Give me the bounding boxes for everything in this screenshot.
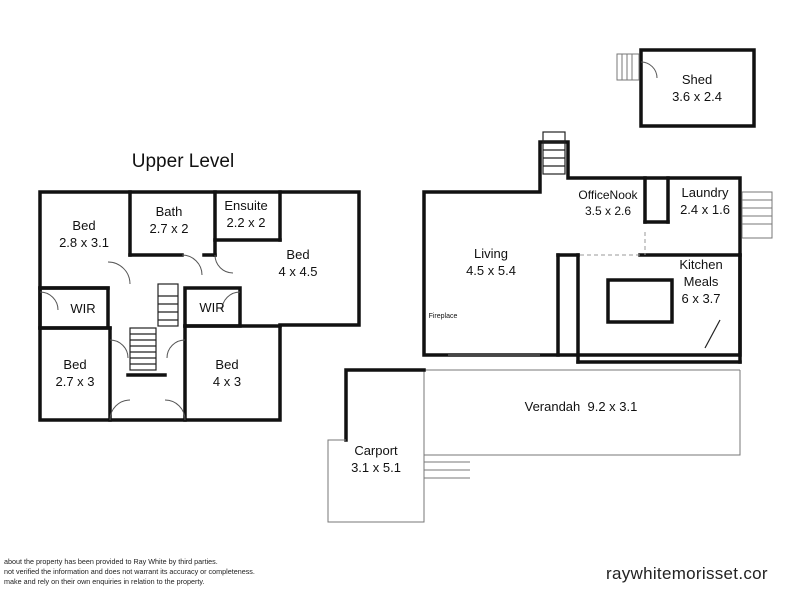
living-size: 4.5 x 5.4 (466, 263, 516, 278)
carport-size: 3.1 x 5.1 (351, 460, 401, 475)
disclaimer: about the property has been provided to … (4, 557, 255, 587)
verandah-label: Verandah 9.2 x 3.1 (525, 399, 638, 414)
shed-structure (616, 48, 756, 128)
bed-lower-right-size: 4 x 3 (213, 374, 241, 389)
bed-lower-right-label: Bed (215, 357, 238, 372)
fireplace-label: Fireplace (429, 313, 458, 320)
living-label: Living (474, 246, 508, 261)
kitchen-meals-size: 6 x 3.7 (681, 291, 720, 306)
bed-lower-left-label: Bed (63, 357, 86, 372)
bath-size: 2.7 x 2 (149, 221, 188, 236)
main-level-structure (327, 131, 773, 523)
shed-size: 3.6 x 2.4 (672, 89, 722, 104)
meals-label: Meals (684, 274, 719, 289)
disclaimer-line: not verified the information and does no… (4, 567, 255, 576)
ensuite-size: 2.2 x 2 (226, 215, 265, 230)
office-nook-size: 3.5 x 2.6 (585, 204, 631, 218)
level-title: Upper Level (132, 151, 234, 172)
bed-lower-left-size: 2.7 x 3 (55, 374, 94, 389)
disclaimer-line: make and rely on their own enquiries in … (4, 577, 205, 586)
website-link[interactable]: raywhitemorisset.cor (606, 564, 768, 583)
bed-upper-left-label: Bed (72, 218, 95, 233)
wir-right-label: WIR (199, 300, 224, 315)
bed-master-label: Bed (286, 247, 309, 262)
bed-upper-left-size: 2.8 x 3.1 (59, 235, 109, 250)
wir-left-label: WIR (70, 301, 95, 316)
laundry-label: Laundry (682, 185, 729, 200)
bath-label: Bath (156, 204, 183, 219)
ensuite-label: Ensuite (224, 198, 267, 213)
carport-label: Carport (354, 443, 398, 458)
shed-label: Shed (682, 72, 712, 87)
kitchen-label: Kitchen (679, 257, 722, 272)
office-nook-label: OfficeNook (578, 188, 638, 202)
laundry-size: 2.4 x 1.6 (680, 202, 730, 217)
bed-master-size: 4 x 4.5 (278, 264, 317, 279)
disclaimer-line: about the property has been provided to … (4, 557, 218, 566)
upper-level-structure (38, 190, 361, 422)
